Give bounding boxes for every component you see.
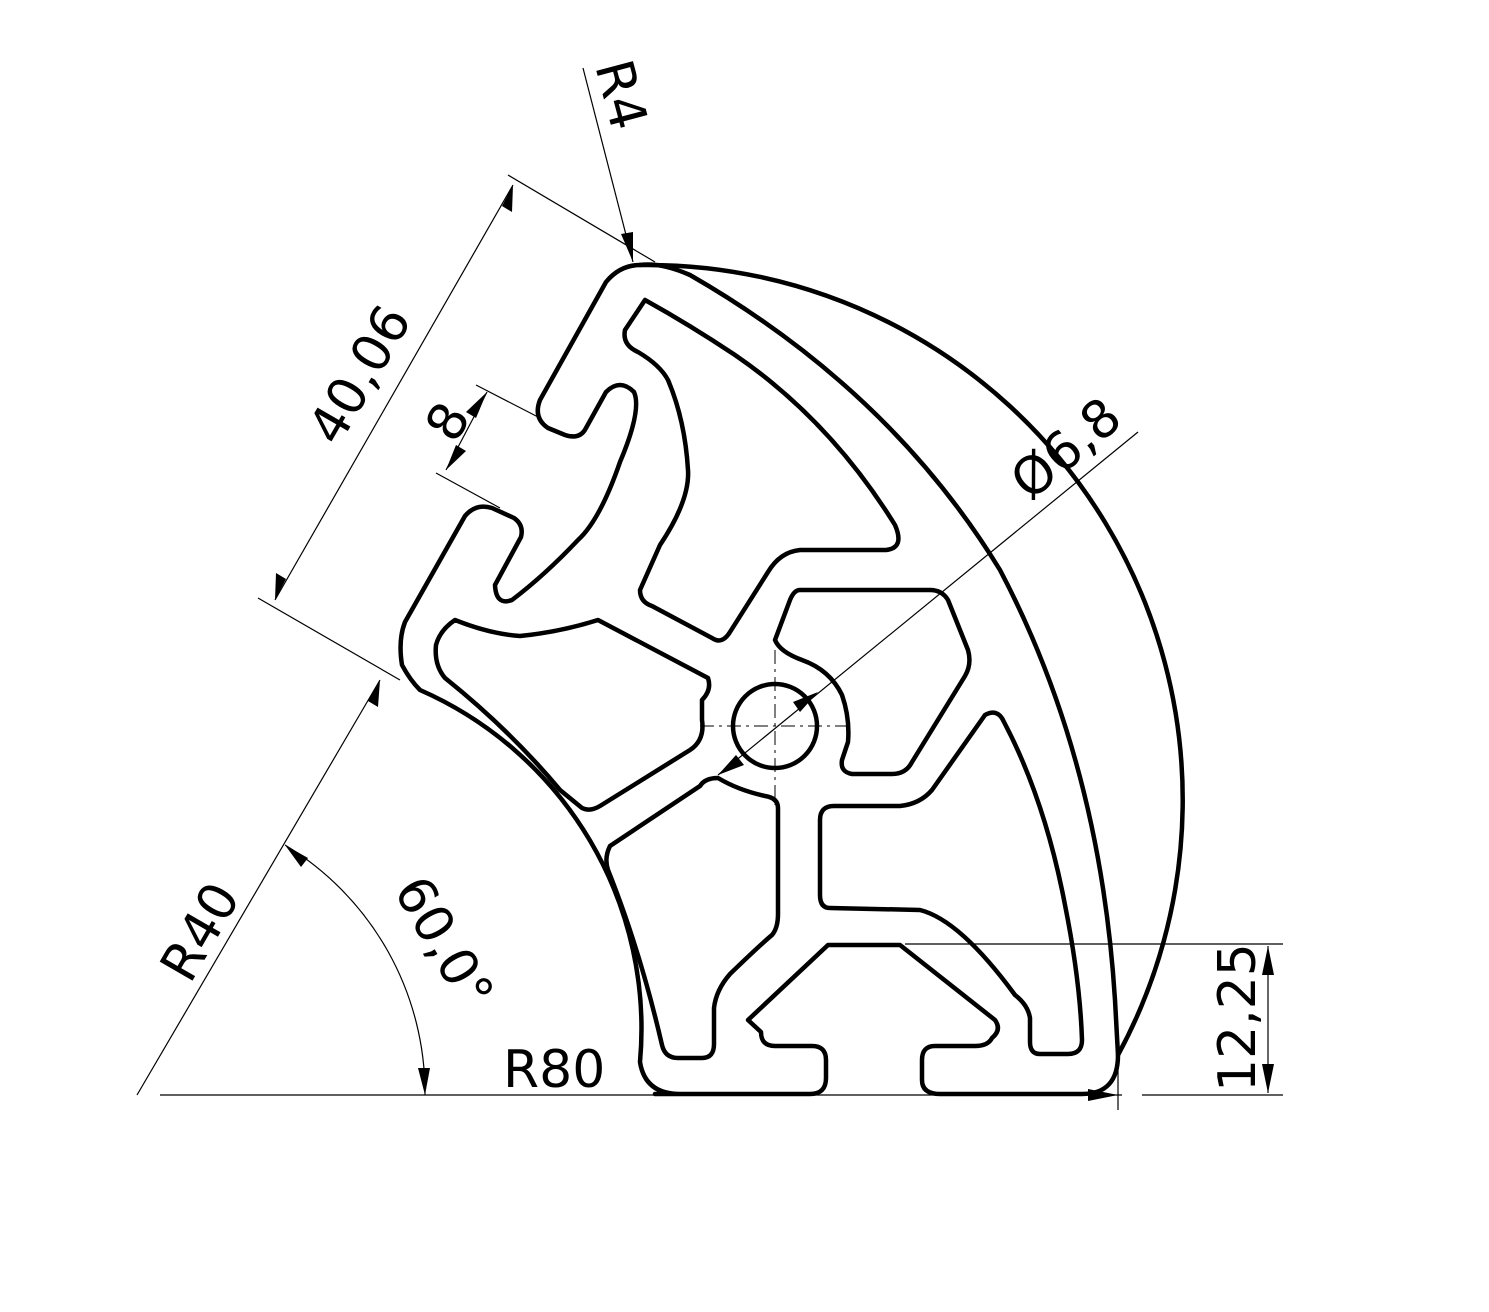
outer-arc	[637, 262, 1121, 1058]
cavity-top	[622, 297, 901, 643]
cavity-lower-left	[604, 775, 781, 1061]
dim-r80: R80	[503, 1040, 605, 1100]
cavity-right-upper	[772, 587, 972, 777]
cavity-left	[433, 617, 712, 812]
dimension-labels: R4 40,06 8 Ø6,8 R40 60,0° R80 12,25	[149, 54, 1268, 1100]
dim-r4: R4	[582, 54, 658, 136]
dim-hole-6-8: Ø6,8	[1000, 387, 1133, 512]
dimension-lines	[136, 67, 1283, 1110]
outer-contour	[398, 262, 1185, 1097]
dim-r40: R40	[149, 873, 252, 992]
profile-outline	[398, 262, 1185, 1097]
dim-height-12-25: 12,25	[1208, 943, 1268, 1092]
arrowheads	[275, 185, 1274, 1101]
dim-angle-60: 60,0°	[382, 867, 505, 1020]
center-lines	[700, 650, 852, 805]
dim-slot-8: 8	[414, 393, 483, 452]
dim-width-40-06: 40,06	[297, 296, 423, 455]
cavity-right	[817, 710, 1085, 1057]
